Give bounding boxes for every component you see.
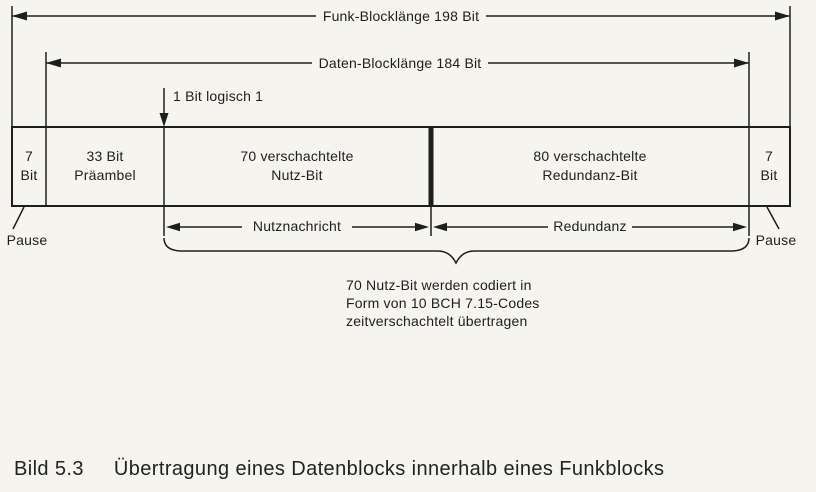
pause-right-label: Pause [756, 232, 797, 248]
funk-length-label: Funk-Blocklänge 198 Bit [323, 8, 479, 24]
cell-nutzbit-line1: 70 verschachtelte [240, 148, 353, 164]
coding-note: 70 Nutz-Bit werden codiert in Form von 1… [346, 277, 540, 329]
nutznachricht-label: Nutznachricht [253, 218, 341, 234]
funk-length-arrow: Funk-Blocklänge 198 Bit [12, 8, 790, 24]
arrowhead-left-icon [46, 58, 61, 68]
cell-nutzbit-line2: Nutz-Bit [271, 167, 322, 183]
coding-note-line2: Form von 10 BCH 7.15-Codes [346, 295, 540, 311]
one-bit-marker: 1 Bit logisch 1 [159, 88, 263, 127]
arrowhead-down-icon [159, 113, 169, 127]
cell-redundanzbit-line1: 80 verschachtelte [533, 148, 646, 164]
pause-leader-line [12, 206, 25, 230]
arrowhead-right-icon [775, 11, 790, 21]
figure-caption: Bild 5.3 Übertragung eines Datenblocks i… [14, 458, 664, 481]
block-outline [11, 126, 791, 207]
arrowhead-right-icon [415, 222, 429, 232]
pause-callout-left: Pause [7, 206, 48, 248]
daten-length-arrow: Daten-Blocklänge 184 Bit [46, 55, 749, 71]
cell-pause-right-line1: 7 [765, 148, 773, 164]
cell-praeambel-line1: 33 Bit [87, 148, 124, 164]
daten-length-label: Daten-Blocklänge 184 Bit [319, 55, 482, 71]
figure-number: Bild 5.3 [14, 458, 84, 480]
arrowhead-left-icon [166, 222, 180, 232]
coding-note-line3: zeitverschachtelt übertragen [346, 313, 527, 329]
arrowhead-right-icon [734, 58, 749, 68]
cell-redundanzbit-line2: Redundanz-Bit [542, 167, 637, 183]
coding-note-line1: 70 Nutz-Bit werden codiert in [346, 277, 532, 293]
block-cells: 7 Bit 33 Bit Präambel 70 verschachtelte … [21, 148, 778, 183]
pause-left-label: Pause [7, 232, 48, 248]
underbrace [163, 237, 750, 265]
block-frame [11, 126, 791, 207]
cell-pause-left-line2: Bit [21, 167, 38, 183]
cell-pause-right-line2: Bit [761, 167, 778, 183]
arrowhead-right-icon [733, 222, 747, 232]
cell-pause-left-line1: 7 [25, 148, 33, 164]
cell-praeambel-line2: Präambel [74, 167, 136, 183]
redundanz-span-arrow: Redundanz [433, 218, 747, 234]
arrowhead-left-icon [433, 222, 447, 232]
figure-title: Übertragung eines Datenblocks innerhalb … [113, 458, 665, 480]
redundanz-label: Redundanz [553, 218, 626, 234]
pause-leader-line [766, 206, 780, 230]
nutznachricht-span-arrow: Nutznachricht [166, 218, 429, 234]
arrowhead-left-icon [12, 11, 27, 21]
one-bit-marker-label: 1 Bit logisch 1 [173, 88, 263, 104]
pause-callout-right: Pause [756, 206, 797, 248]
